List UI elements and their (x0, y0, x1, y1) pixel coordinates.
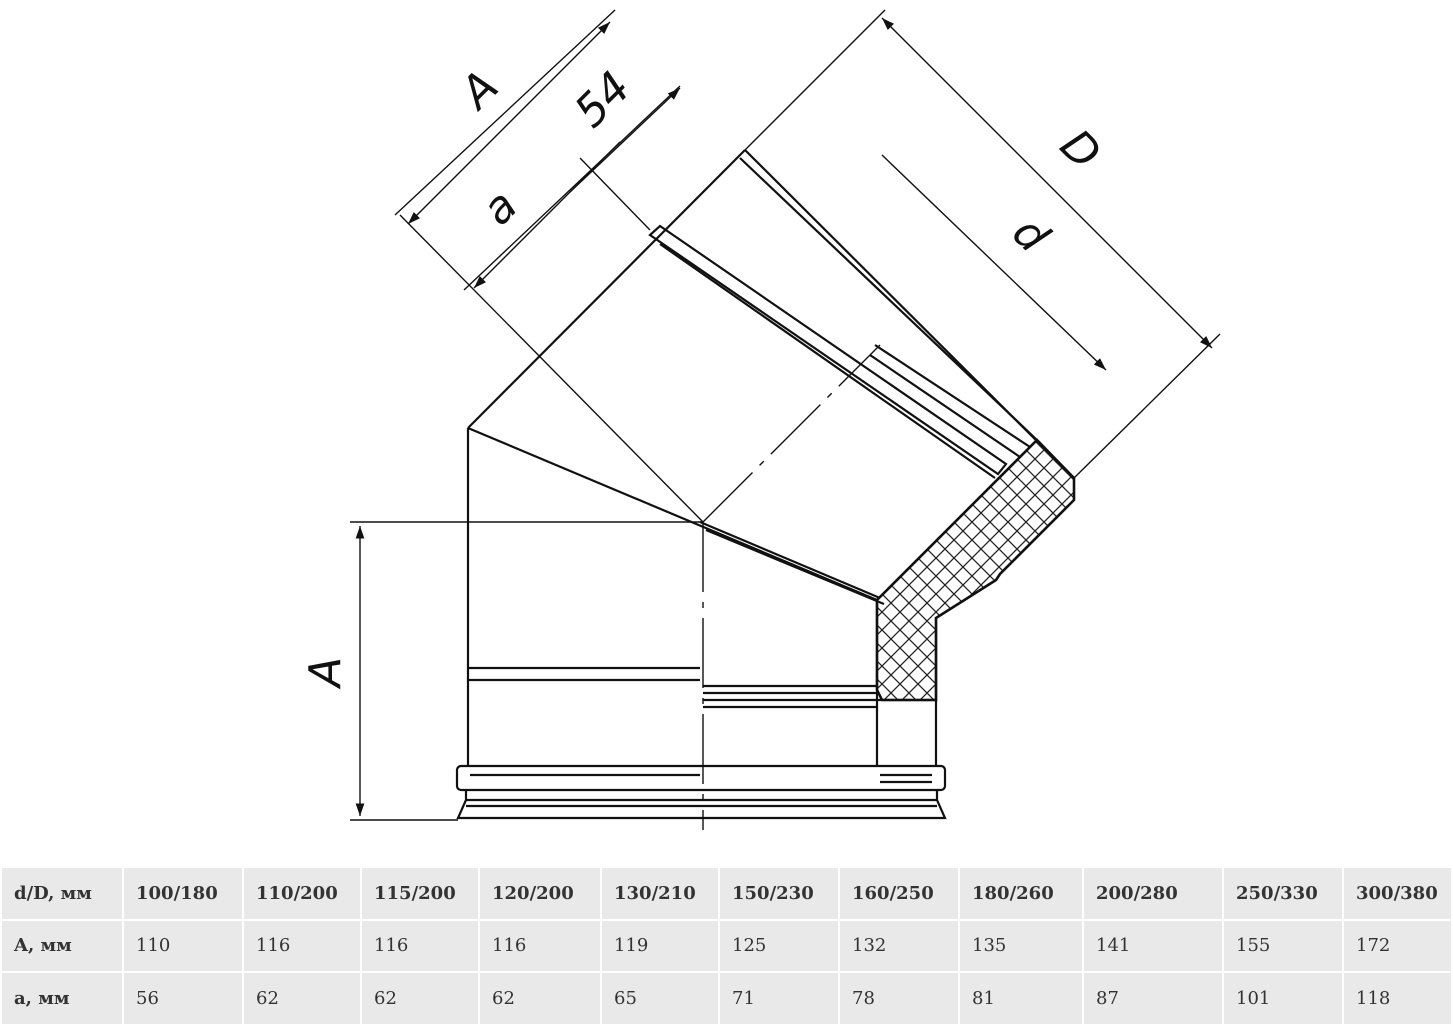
table-cell: 78 (838, 971, 960, 1026)
header-label: d/D, мм (0, 866, 124, 921)
spec-table: d/D, мм 100/180 110/200 115/200 120/200 … (0, 866, 1453, 1026)
table-cell: 132 (838, 918, 960, 974)
dim-label-A-top: A (449, 61, 508, 120)
center-lines (350, 214, 881, 830)
table-cell: 87 (1082, 971, 1224, 1026)
table-cell: 65 (600, 971, 720, 1026)
header-cell: 250/330 (1222, 866, 1344, 921)
row-label: A, мм (0, 918, 124, 974)
technical-drawing: A 54 a D d A (300, 9, 1221, 830)
row-label: a, мм (0, 971, 124, 1026)
table-cell: 62 (478, 971, 602, 1026)
table-row-a: a, мм 56 62 62 62 65 71 78 81 87 101 118 (0, 971, 1453, 1026)
dim-label-a: a (472, 180, 527, 235)
table-cell: 71 (718, 971, 840, 1026)
header-cell: 115/200 (360, 866, 480, 921)
header-cell: 100/180 (122, 866, 244, 921)
header-cell: 180/260 (958, 866, 1084, 921)
insulation-section (875, 438, 1076, 702)
header-cell: 200/280 (1082, 866, 1224, 921)
header-cell: 130/210 (600, 866, 720, 921)
table-cell: 101 (1222, 971, 1344, 1026)
table-cell: 135 (958, 918, 1084, 974)
table-cell: 172 (1342, 918, 1453, 974)
table-cell: 116 (242, 918, 362, 974)
table-cell: 62 (242, 971, 362, 1026)
table-cell: 125 (718, 918, 840, 974)
table-cell: 62 (360, 971, 480, 1026)
dim-label-D: D (1050, 120, 1110, 180)
table-cell: 116 (478, 918, 602, 974)
table-cell: 116 (360, 918, 480, 974)
header-cell: 120/200 (478, 866, 602, 921)
header-cell: 160/250 (838, 866, 960, 921)
dimension-lines (355, 9, 1221, 816)
table-cell: 118 (1342, 971, 1453, 1026)
header-cell: 150/230 (718, 866, 840, 921)
table-cell: 141 (1082, 918, 1224, 974)
table-cell: 119 (600, 918, 720, 974)
dim-label-d: d (1002, 207, 1059, 264)
table-row-A: A, мм 110 116 116 116 119 125 132 135 14… (0, 918, 1453, 974)
header-cell: 300/380 (1342, 866, 1453, 921)
table-cell: 81 (958, 971, 1084, 1026)
header-row: d/D, мм 100/180 110/200 115/200 120/200 … (0, 866, 1453, 921)
lower-pipe (455, 428, 947, 820)
dim-label-A-left: A (300, 657, 351, 690)
dim-label-54: 54 (565, 62, 641, 138)
table-cell: 56 (122, 971, 244, 1026)
header-cell: 110/200 (242, 866, 362, 921)
table-cell: 110 (122, 918, 244, 974)
table-cell: 155 (1222, 918, 1344, 974)
